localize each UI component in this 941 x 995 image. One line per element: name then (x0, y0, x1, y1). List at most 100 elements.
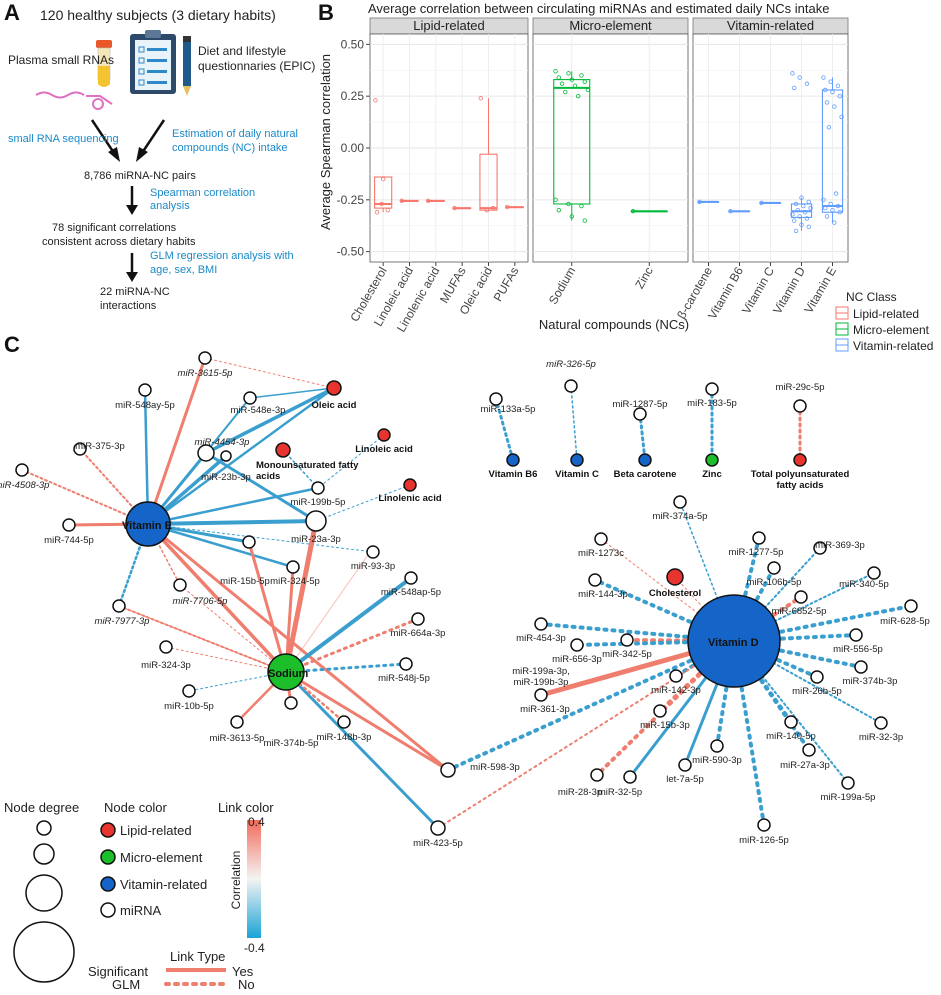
node-vitamin-d (687, 594, 781, 688)
data-point (792, 218, 797, 223)
data-point (821, 75, 826, 80)
data-point (832, 104, 837, 109)
node-color-title: Node color (104, 800, 168, 815)
svg-text:miR-548ay-5p: miR-548ay-5p (115, 400, 175, 411)
svg-text:Zinc: Zinc (702, 469, 722, 480)
svg-text:miR-342-5p: miR-342-5p (602, 649, 652, 660)
pen-icon (183, 36, 191, 96)
data-point (793, 201, 799, 207)
data-point (582, 218, 587, 223)
svg-text:miR-548e-3p: miR-548e-3p (231, 405, 286, 416)
significant-label-1: 78 significant correlations (52, 222, 177, 234)
data-point (790, 212, 795, 217)
data-point (824, 214, 830, 219)
data-point (835, 203, 841, 209)
data-point (833, 191, 839, 196)
box-plot: 0.500.250.00-0.25-0.50Lipid-relatedChole… (337, 17, 849, 334)
link-type-yes: Yes (232, 964, 254, 979)
legend-mirna-label: miRNA (120, 903, 161, 918)
panel-a-title: 120 healthy subjects (3 dietary habits) (40, 7, 276, 23)
network-labels: Vitamin E Sodium Vitamin D Oleic acid Mo… (0, 359, 930, 849)
data-point (806, 224, 811, 229)
panel-b-letter: B (318, 0, 334, 25)
svg-text:miR-324-5p: miR-324-5p (270, 576, 320, 587)
svg-text:miR-598-3p: miR-598-3p (470, 762, 520, 773)
svg-text:miR-375-3p: miR-375-3p (75, 441, 125, 452)
data-point (830, 207, 835, 213)
data-point (839, 114, 844, 120)
chart-title: Average correlation between circulating … (368, 1, 829, 16)
svg-text:miR-374a-5p: miR-374a-5p (653, 511, 708, 522)
data-point (566, 201, 571, 207)
svg-text:miR-199b-3p: miR-199b-3p (514, 677, 569, 688)
data-point (559, 81, 565, 86)
data-point (569, 77, 574, 82)
svg-text:miR-1277-5p: miR-1277-5p (729, 547, 784, 558)
svg-text:miR-7977-3p: miR-7977-3p (95, 616, 150, 627)
node-linoleic-acid (377, 428, 391, 442)
data-point (823, 205, 828, 211)
svg-text:miR-144-3p: miR-144-3p (578, 589, 628, 600)
svg-text:miR-454-3p: miR-454-3p (516, 633, 566, 644)
svg-text:miR-106b-5p: miR-106b-5p (747, 577, 802, 588)
svg-text:miR-3613-5p: miR-3613-5p (210, 733, 265, 744)
svg-text:Vitamin C: Vitamin C (555, 469, 599, 480)
data-point (759, 200, 764, 206)
correlation-colorbar (247, 820, 261, 938)
svg-text:miR-183-5p: miR-183-5p (687, 398, 737, 409)
data-point (728, 209, 733, 214)
svg-text:Monounsaturated fatty: Monounsaturated fatty (256, 460, 359, 471)
box (553, 79, 591, 205)
svg-text:Cholesterol: Cholesterol (649, 588, 701, 599)
data-point (380, 176, 386, 182)
mirna-nodes (15, 351, 918, 836)
data-point (582, 79, 587, 84)
estimation-label-1: Estimation of daily natural (172, 128, 298, 140)
legend-title: NC Class (846, 290, 897, 304)
link-type-title: Link Type (170, 949, 225, 964)
svg-text:miR-664a-3p: miR-664a-3p (391, 628, 446, 639)
data-point (806, 199, 811, 205)
network-edges (21, 356, 913, 830)
node-beta-carotene (638, 453, 652, 467)
clipboard-icon (130, 30, 176, 94)
data-point (399, 198, 404, 204)
node-linolenic-acid (403, 478, 417, 492)
colorbar-min: -0.4 (244, 941, 265, 955)
svg-text:miR-26b-5p: miR-26b-5p (792, 686, 842, 697)
svg-text:miR-656-3p: miR-656-3p (552, 654, 602, 665)
svg-text:miR-628-5p: miR-628-5p (880, 616, 930, 627)
glm-label-2: age, sex, BMI (150, 264, 217, 276)
data-point (490, 205, 496, 211)
panel-a-letter: A (4, 0, 20, 25)
svg-text:miR-148b-3p: miR-148b-3p (317, 732, 372, 743)
y-tick-label: 0.50 (341, 37, 365, 51)
legend-item-vitamin: Vitamin-related (853, 339, 933, 353)
data-point (553, 197, 558, 203)
data-point (553, 69, 558, 74)
node-oleic-acid (326, 380, 342, 396)
data-point (425, 198, 431, 204)
data-point (799, 222, 804, 227)
data-point (828, 201, 833, 207)
panel-c: C (0, 332, 930, 992)
legend-vitamin-label: Vitamin-related (120, 877, 207, 892)
svg-text:Beta carotene: Beta carotene (614, 469, 677, 480)
pairs-label: 8,786 miRNA-NC pairs (84, 170, 196, 182)
svg-text:miR-361-3p: miR-361-3p (520, 704, 570, 715)
panel-b: B Average correlation between circulatin… (318, 0, 933, 353)
data-point (808, 205, 813, 211)
svg-text:miR-548ap-5p: miR-548ap-5p (381, 587, 441, 598)
svg-text:miR-374b-5p: miR-374b-5p (264, 738, 319, 749)
data-point (832, 220, 837, 225)
data-point (837, 93, 842, 99)
data-point (828, 79, 833, 84)
svg-text:miR-556-5p: miR-556-5p (833, 644, 883, 655)
node-pufa (793, 453, 807, 467)
node-degree-circles (13, 820, 75, 983)
legend-micro-node (100, 849, 116, 865)
data-point (804, 216, 810, 221)
svg-text:fatty acids: fatty acids (777, 480, 824, 491)
y-tick-label: -0.50 (337, 245, 365, 259)
data-point (563, 89, 568, 95)
